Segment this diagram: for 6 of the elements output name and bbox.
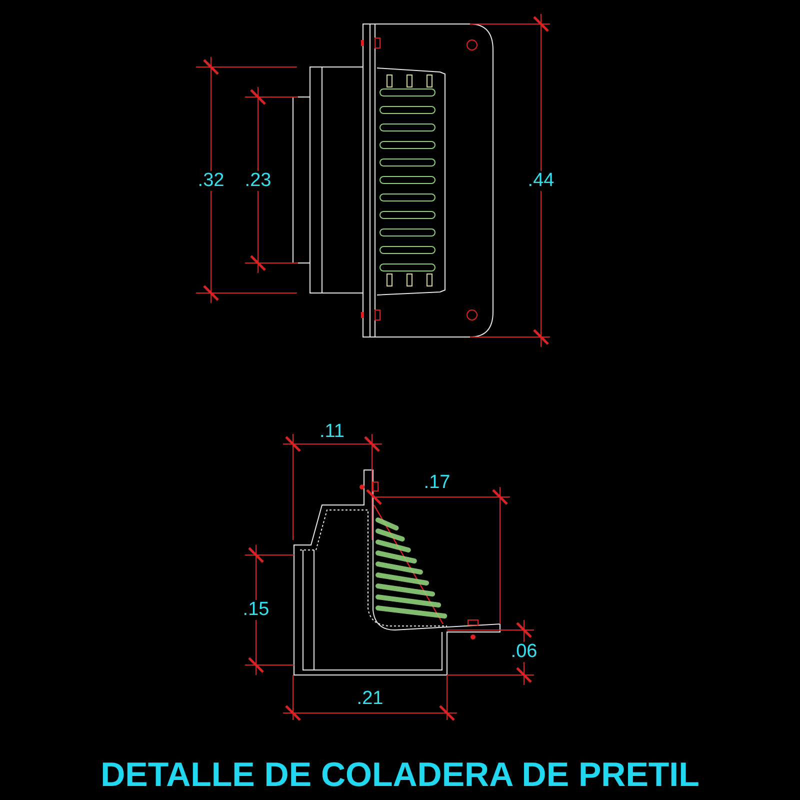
dimension-label: .23 <box>244 171 272 191</box>
dimension-label: .15 <box>242 600 270 620</box>
dimension-label: .44 <box>526 171 556 191</box>
dimension-label: .32 <box>196 171 226 191</box>
dimension-label: .06 <box>510 642 538 662</box>
drawing-title: DETALLE DE COLADERA DE PRETIL <box>100 756 700 795</box>
